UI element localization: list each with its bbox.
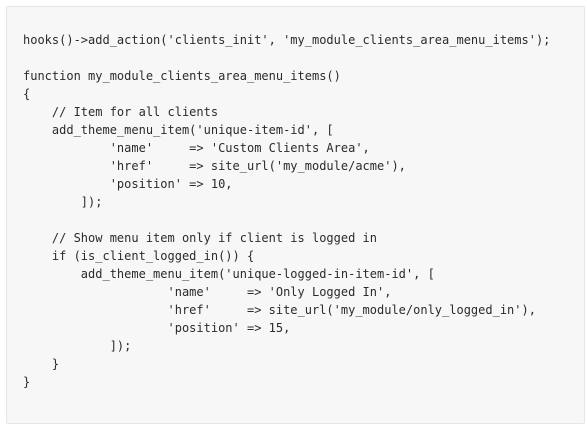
code-line-8: 'href' => site_url('my_module/acme'), — [23, 159, 406, 173]
code-snippet: hooks()->add_action('clients_init', 'my_… — [23, 31, 550, 391]
code-line-19: } — [23, 357, 60, 371]
code-line-3: function my_module_clients_area_menu_ite… — [23, 69, 341, 83]
code-line-18: ]); — [23, 339, 132, 353]
code-line-9: 'position' => 10, — [23, 177, 233, 191]
code-line-6: add_theme_menu_item('unique-item-id', [ — [23, 123, 334, 137]
code-line-10: ]); — [23, 195, 103, 209]
code-line-2 — [23, 49, 550, 67]
code-line-17: 'position' => 15, — [23, 321, 291, 335]
code-line-20: } — [23, 375, 31, 389]
code-line-12: // Show menu item only if client is logg… — [23, 231, 378, 245]
code-line-16: 'href' => site_url('my_module/only_logge… — [23, 303, 536, 317]
code-block: hooks()->add_action('clients_init', 'my_… — [6, 6, 585, 424]
code-line-15: 'name' => 'Only Logged In', — [23, 285, 392, 299]
code-line-11 — [23, 211, 550, 229]
code-line-5: // Item for all clients — [23, 105, 219, 119]
code-line-4: { — [23, 87, 31, 101]
code-line-1: hooks()->add_action('clients_init', 'my_… — [23, 33, 551, 47]
code-line-14: add_theme_menu_item('unique-logged-in-it… — [23, 267, 435, 281]
code-line-7: 'name' => 'Custom Clients Area', — [23, 141, 370, 155]
code-line-13: if (is_client_logged_in()) { — [23, 249, 255, 263]
